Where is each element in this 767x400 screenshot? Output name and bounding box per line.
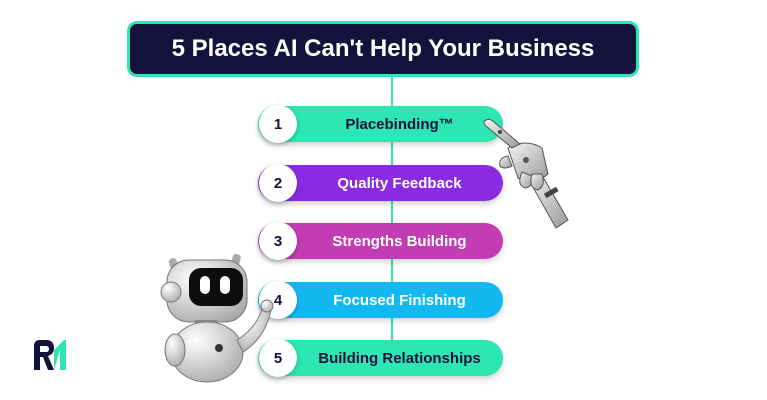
step-2-label: Quality Feedback (337, 174, 462, 192)
step-5-label: Building Relationships (318, 349, 481, 367)
robot-mascot-icon (160, 253, 274, 383)
step-3: 3 Strengths Building (258, 222, 503, 260)
step-4: 4 Focused Finishing (258, 281, 503, 319)
step-2: 2 Quality Feedback (258, 164, 503, 202)
step-5-number: 5 (259, 339, 297, 377)
step-5: 5 Building Relationships (258, 339, 503, 377)
step-1: 1 Placebinding™ (258, 105, 503, 143)
brand-logo-icon (34, 340, 66, 370)
step-1-number: 1 (259, 105, 297, 143)
step-1-label: Placebinding™ (345, 115, 454, 133)
page-title: 5 Places AI Can't Help Your Business (127, 21, 639, 77)
connector-line (391, 77, 393, 367)
step-2-number: 2 (259, 164, 297, 202)
robot-hand-pointing-icon (483, 118, 569, 229)
step-4-label: Focused Finishing (333, 291, 466, 309)
step-3-number: 3 (259, 222, 297, 260)
step-3-label: Strengths Building (332, 232, 467, 250)
